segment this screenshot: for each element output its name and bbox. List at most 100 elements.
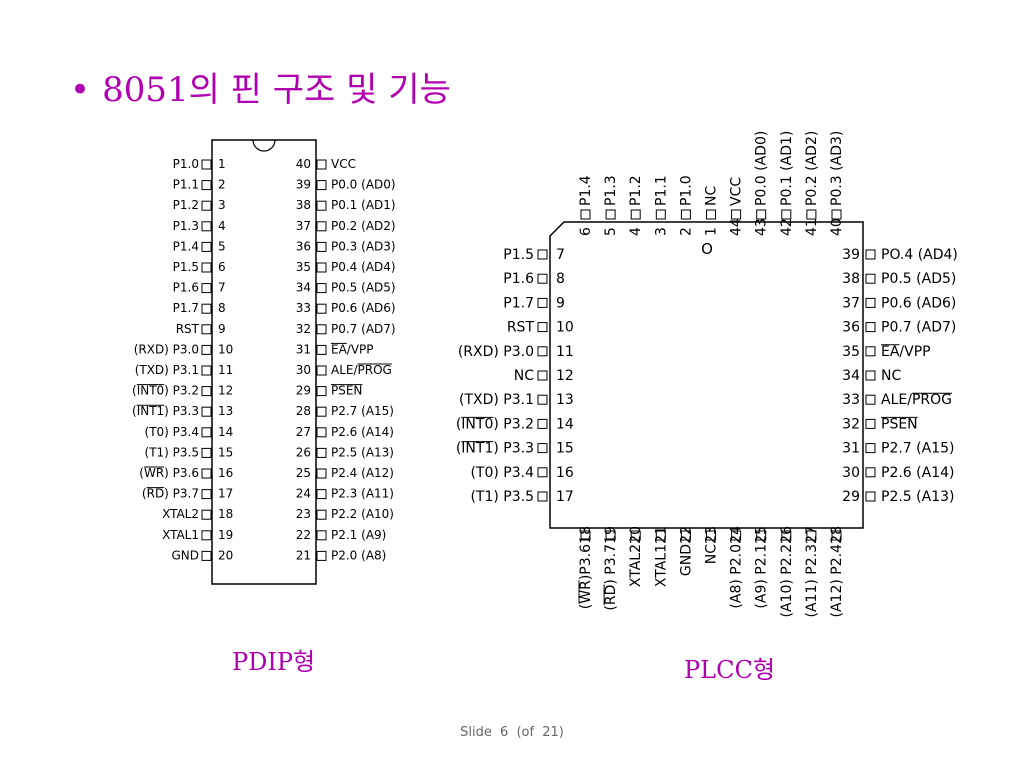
plcc-pin-label: RST: [507, 320, 535, 336]
pdip-pin-label: RST: [176, 322, 200, 336]
plcc-pin-number: 11: [556, 344, 574, 360]
plcc-pin-label: NC: [514, 368, 534, 384]
pdip-pin-label: VCC: [331, 157, 356, 171]
pin-pad: [706, 209, 716, 220]
plcc-pin-label: NC: [881, 368, 901, 384]
pin-pad: [537, 297, 548, 308]
plcc-pin-label: P0.5 (AD5): [881, 271, 956, 287]
slide-title: •8051의 핀 구조 및 기능: [70, 62, 451, 111]
pdip-pin-label: P1.3: [173, 219, 199, 233]
pin-pad: [201, 200, 212, 211]
pin-pad: [201, 509, 212, 520]
pdip-pin-label: P1.7: [173, 301, 199, 315]
plcc-pin-label: P1.6: [503, 271, 534, 287]
pin-pad: [806, 530, 817, 541]
plcc-pin-label: (RXD) P3.0: [458, 344, 534, 360]
pin-pad: [201, 180, 212, 191]
plcc-pin-label: XTAL2: [628, 544, 644, 587]
pdip-pin-label: P1.4: [173, 239, 199, 253]
pin-pad: [201, 221, 212, 232]
footer-label: Slide: [460, 725, 492, 740]
pdip-pin-number: 28: [296, 404, 311, 418]
pdip-pin-label: GND: [171, 548, 199, 562]
plcc-pin-number: 8: [556, 271, 565, 287]
pin-pad: [316, 344, 327, 355]
plcc-pin-label: P1.1: [653, 175, 669, 206]
pdip-pin-number: 26: [296, 445, 311, 459]
pin-pad: [865, 418, 876, 429]
pin-pad: [537, 322, 548, 333]
plcc-pin-number: 14: [556, 416, 574, 432]
pin-pad: [537, 418, 548, 429]
pin-pad: [537, 394, 548, 405]
pin-pad: [655, 530, 666, 541]
slide-footer: Slide 6 (of 21): [0, 725, 1024, 740]
pin-pad: [201, 159, 212, 170]
pdip-pin-number: 15: [218, 445, 233, 459]
pdip-package: 1P1.02P1.13P1.24P1.35P1.46P1.57P1.68P1.7…: [132, 139, 396, 585]
pdip-pin-number: 35: [296, 260, 311, 274]
title-text: 8051의 핀 구조 및 기능: [102, 70, 451, 110]
pdip-pin-number: 19: [218, 528, 233, 542]
plcc-pin-number: 27: [804, 526, 820, 544]
footer-current: 6: [500, 725, 509, 740]
pdip-pin-label: (INT0) P3.2: [132, 384, 199, 398]
pin-pad: [316, 283, 327, 294]
pdip-pin-label: XTAL2: [162, 507, 199, 521]
pin-pad: [865, 322, 876, 333]
pin-pad: [806, 209, 817, 220]
plcc-pin-number: 13: [556, 392, 574, 408]
pdip-pin-label: XTAL1: [162, 528, 199, 542]
pin-pad: [537, 491, 548, 502]
pin-pad: [316, 159, 327, 170]
pin-pad: [831, 209, 842, 220]
pin-pad: [201, 530, 212, 541]
pdip-pin-label: (INT1) P3.3: [132, 404, 199, 418]
pdip-pin-number: 30: [296, 363, 311, 377]
pdip-pin-label: P0.5 (AD5): [331, 281, 396, 295]
pin-pad: [316, 241, 327, 252]
pin-pad: [316, 468, 327, 479]
pdip-pin-label: (T0) P3.4: [145, 425, 199, 439]
pdip-pin-number: 38: [296, 198, 311, 212]
pin-pad: [316, 489, 327, 500]
pin-pad: [580, 530, 591, 541]
pin-pad: [201, 468, 212, 479]
pin-pad: [201, 406, 212, 417]
plcc-pin-label: (A10) P2.2: [779, 544, 795, 617]
pin-pad: [865, 443, 876, 454]
pin-pad: [316, 180, 327, 191]
plcc-pin-number: 10: [556, 320, 574, 336]
plcc-pin-label: (INT1) P3.3: [456, 441, 534, 457]
pdip-pin-number: 10: [218, 342, 233, 356]
plcc-pin-number: 34: [842, 368, 860, 384]
pdip-pin-number: 13: [218, 404, 233, 418]
pin-pad: [201, 241, 212, 252]
plcc-pin-number: 19: [603, 526, 619, 544]
pdip-pin-label: ALE/PROG: [331, 363, 392, 377]
plcc-pin-label: P1.5: [503, 247, 534, 263]
pin-pad: [706, 530, 716, 541]
pdip-pin-label: (T1) P3.5: [145, 445, 199, 459]
pdip-pin-label: P1.5: [173, 260, 199, 274]
plcc-pin-number: 6: [578, 227, 594, 236]
plcc-pin-label: P0.2 (AD2): [804, 131, 820, 206]
pin-pad: [781, 530, 792, 541]
plcc-pin-label: GND: [678, 544, 694, 576]
pin-pad: [201, 447, 212, 458]
pin-pad: [731, 530, 742, 541]
pin-pad: [865, 249, 876, 260]
pin-pad: [731, 209, 742, 220]
pin-pad: [201, 262, 212, 273]
plcc-pin-label: P2.5 (A13): [881, 489, 954, 505]
pin-pad: [537, 467, 548, 478]
pdip-pin-number: 4: [218, 219, 226, 233]
plcc-pin-label: (T1) P3.5: [470, 489, 534, 505]
pin-pad: [201, 365, 212, 376]
plcc-pin-label: (T0) P3.4: [470, 465, 534, 481]
pdip-pin-label: P0.6 (AD6): [331, 301, 396, 315]
pdip-pin-number: 24: [296, 487, 311, 501]
pdip-pin-number: 6: [218, 260, 226, 274]
pin-pad: [865, 491, 876, 502]
plcc-pin-number: 38: [842, 271, 860, 287]
